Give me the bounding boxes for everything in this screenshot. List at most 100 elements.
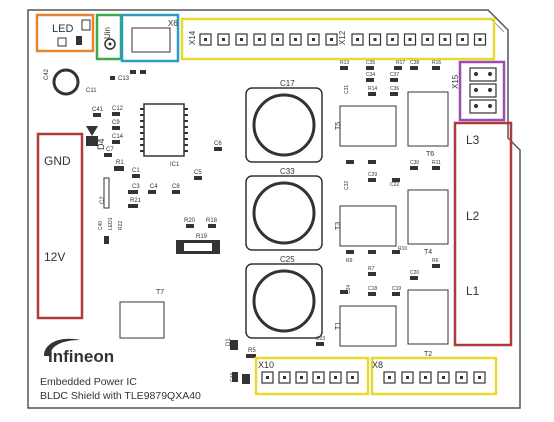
ic1-pin (184, 132, 188, 134)
led-pad-3 (81, 19, 91, 31)
ic1-pins (140, 108, 188, 152)
ic1-pin (140, 138, 144, 140)
c35-label: C35 (366, 60, 375, 66)
bottom-header-pin-hole (266, 376, 269, 379)
board-title-line2: BLDC Shield with TLE9879QXA40 (40, 390, 201, 402)
r21-label: R21 (130, 198, 142, 204)
smd-pad (432, 166, 440, 170)
c32-label: C32 (344, 181, 350, 190)
c4-label: C4 (150, 184, 158, 190)
top-header-pin-hole (204, 38, 207, 41)
bottom-header-pin-hole (351, 376, 354, 379)
bottom-header-pin-hole (317, 376, 320, 379)
bottom-header-pin-hole (460, 376, 463, 379)
r10-label: R10 (398, 246, 407, 252)
c41-pad (93, 113, 101, 117)
smd-pad (368, 178, 376, 182)
led-highlight-box (35, 13, 95, 53)
r9-label: R9 (346, 258, 353, 264)
c5-label: C5 (194, 170, 202, 176)
board-chamfer-mark (489, 17, 505, 33)
top-header-pin-hole (408, 38, 412, 41)
c1-pad (132, 174, 140, 178)
ic1-pin (184, 138, 188, 140)
ic1-pin (140, 114, 144, 116)
c3-label: C3 (132, 184, 140, 190)
c9-pad (112, 126, 120, 130)
ic1-pin (140, 108, 144, 110)
c20-label: C20 (410, 270, 419, 276)
c31-label: C31 (344, 85, 350, 94)
bottom-header-pin-hole (300, 376, 303, 379)
ic1-pin (140, 126, 144, 128)
ic1-label: IC1 (170, 162, 180, 168)
c41-label: C41 (92, 107, 104, 113)
x6-label: X6 (168, 19, 178, 28)
r13-label: R13 (340, 60, 349, 66)
smd-pad (316, 342, 324, 346)
top-header-pin-hole (461, 38, 464, 41)
c13-pad (110, 76, 115, 80)
smd-pad (410, 166, 418, 170)
t4-mosfet (407, 189, 449, 245)
smd-pad (368, 160, 376, 164)
led-pad-2 (76, 36, 82, 45)
ic1-pin (140, 150, 144, 152)
top-header-pin-hole (330, 38, 333, 41)
c9-label: C9 (112, 120, 120, 126)
c4-pad (148, 190, 156, 194)
t2-label: T2 (424, 351, 432, 358)
l3-label: L3 (466, 133, 480, 147)
smd-pad (392, 250, 400, 254)
d4-diode (86, 126, 98, 136)
c14-label: C14 (112, 134, 124, 140)
smd-pad (366, 66, 374, 70)
uin-label: Uin (103, 27, 112, 39)
smd-pad (340, 66, 348, 70)
smd-pad (392, 292, 400, 296)
t7-transistor (119, 301, 165, 339)
c43-pad (232, 372, 238, 382)
gnd-label: GND (44, 154, 71, 168)
top-header-pin-hole (391, 38, 394, 41)
r1-pad (114, 166, 124, 171)
c17-label: C17 (280, 79, 295, 88)
c6-pad (214, 147, 222, 151)
c17-cap (252, 93, 316, 157)
smd-pad (410, 276, 418, 280)
c2-label: C2 (100, 196, 106, 204)
bottom-header-pin-hole (406, 376, 409, 379)
power-terminal-box (36, 132, 84, 320)
ic1-pin (140, 132, 144, 134)
smd-pad (368, 272, 376, 276)
t3-label: T3 (335, 222, 342, 230)
t5-mosfet (339, 105, 397, 147)
led1-label: LED1 (108, 217, 114, 230)
top-header-pin-hole (258, 38, 261, 41)
top-header-pin-hole (294, 38, 297, 41)
r16-label: R16 (432, 60, 441, 66)
small-smd-pads (316, 66, 440, 346)
c37-label: C37 (390, 72, 399, 78)
t5-label: T5 (335, 122, 342, 130)
bottom-header-pin-hole (424, 376, 427, 379)
c8-label: C8 (172, 184, 180, 190)
ic1-pin (184, 120, 188, 122)
x14-label: X14 (188, 30, 197, 45)
c34-label: C34 (366, 72, 375, 78)
ic1-pin (184, 150, 188, 152)
x8-label: X8 (372, 360, 383, 370)
c18-label: C18 (368, 286, 377, 292)
c42-cap (52, 68, 80, 96)
ic1-pin (140, 144, 144, 146)
t7-label: T7 (156, 289, 164, 296)
c1-label: C1 (132, 168, 140, 174)
motor-terminal-box (453, 121, 513, 347)
top-header-pins (199, 33, 487, 46)
ic1-chip (143, 103, 185, 157)
r11-label: R11 (432, 160, 441, 166)
t6-label: T6 (426, 151, 434, 158)
smd-pad (410, 66, 418, 70)
r14-label: R14 (368, 86, 377, 92)
